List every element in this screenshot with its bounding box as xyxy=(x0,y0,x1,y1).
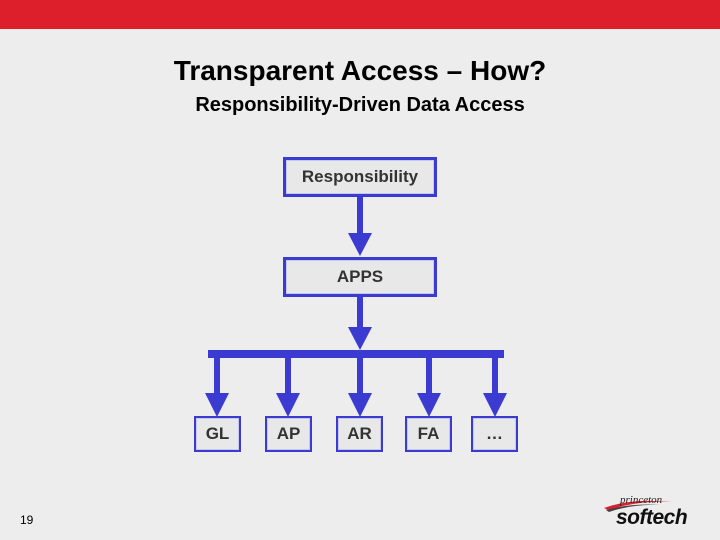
arrow-head-more xyxy=(483,393,507,417)
slide-subtitle: Responsibility-Driven Data Access xyxy=(195,94,525,116)
slide-title: Transparent Access – How? xyxy=(173,55,547,86)
node-ap: AP xyxy=(265,416,312,452)
arrow-head-gl xyxy=(205,393,229,417)
logo-swoosh-icon xyxy=(604,500,672,512)
connector-line-middle xyxy=(357,296,363,328)
connector-line-more xyxy=(492,356,498,394)
node-responsibility: Responsibility xyxy=(283,157,437,197)
node-ap-label: AP xyxy=(276,424,301,443)
node-responsibility-label: Responsibility xyxy=(301,167,419,186)
node-apps-label: APPS xyxy=(336,267,384,286)
arrow-head-apps xyxy=(348,233,372,256)
logo-text-main: softech xyxy=(616,506,688,529)
node-more-label: … xyxy=(486,424,503,443)
node-apps: APPS xyxy=(283,257,437,297)
node-ar-label: AR xyxy=(347,424,372,443)
arrow-head-ar xyxy=(348,393,372,417)
arrow-head-ap xyxy=(276,393,300,417)
arrow-head-bus xyxy=(348,327,372,350)
arrow-head-fa xyxy=(417,393,441,417)
connector-line-ap xyxy=(285,356,291,394)
node-more: … xyxy=(471,416,518,452)
connector-line-gl xyxy=(214,356,220,394)
page-number: 19 xyxy=(20,513,34,527)
node-gl: GL xyxy=(194,416,241,452)
node-fa: FA xyxy=(405,416,452,452)
node-fa-label: FA xyxy=(417,424,440,443)
logo-text-top: princeton xyxy=(620,494,663,506)
connector-line-ar xyxy=(357,356,363,394)
node-ar: AR xyxy=(336,416,383,452)
horizontal-bus xyxy=(208,350,504,358)
connector-line-fa xyxy=(426,356,432,394)
connector-line-top xyxy=(357,196,363,234)
top-accent-bar xyxy=(0,0,720,29)
node-gl-label: GL xyxy=(205,424,230,443)
